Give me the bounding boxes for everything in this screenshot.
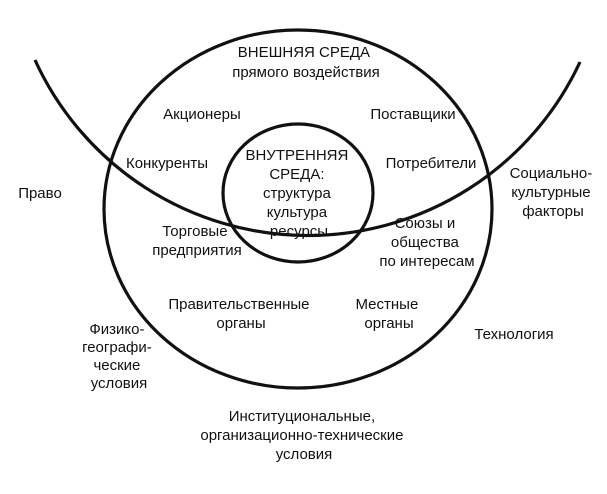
label-direct-environment-title: ВНЕШНЯЯ СРЕДА прямого воздействия	[232, 44, 380, 81]
label-government-bodies: Правительственные органы	[168, 296, 313, 332]
label-institutional-conditions: Институциональные, организационно-технич…	[200, 408, 407, 463]
label-law: Право	[18, 185, 62, 202]
label-consumers: Потребители	[386, 155, 477, 172]
label-suppliers: Поставщики	[370, 106, 455, 123]
direct-environment-circle	[102, 28, 494, 390]
label-physical-geographic-conditions: Физико- географи- ческие условия	[82, 321, 156, 392]
label-technology: Технология	[474, 326, 553, 343]
label-internal-environment: ВНУТРЕННЯЯ СРЕДА: структура культура рес…	[245, 147, 352, 240]
label-local-bodies: Местные органы	[356, 296, 423, 332]
label-shareholders: Акционеры	[163, 106, 241, 123]
label-trade-enterprises: Торговые предприятия	[152, 223, 242, 259]
internal-environment-circle	[221, 122, 375, 264]
outer-environment-arc	[33, 59, 582, 238]
label-sociocultural-factors: Социально- культурные факторы	[510, 165, 597, 220]
label-unions-and-societies: Союзы и общества по интересам	[379, 215, 474, 270]
label-competitors: Конкуренты	[126, 155, 208, 172]
